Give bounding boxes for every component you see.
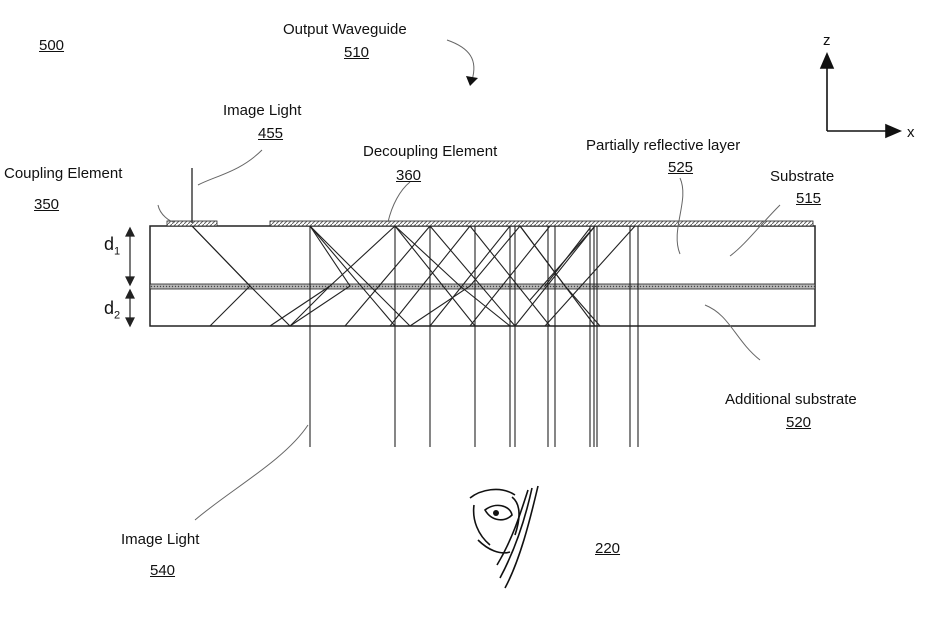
figure-number: 500 <box>39 37 65 54</box>
coupling-element-label: Coupling Element <box>4 165 123 182</box>
output-waveguide-ref: 510 <box>344 44 370 61</box>
dimension-arrows <box>125 226 135 328</box>
zigzag-rays <box>191 225 636 327</box>
additional-substrate-ref: 520 <box>786 414 812 431</box>
eye-sketch <box>469 485 539 589</box>
leader-arrowheads <box>466 76 478 86</box>
partially-reflective-layer-label: Partially reflective layer <box>586 137 741 154</box>
coupling-element-ref: 350 <box>34 196 60 213</box>
x-axis-label: x <box>907 124 915 141</box>
partially-reflective-layer <box>149 283 816 290</box>
image-light-out-ref: 540 <box>150 562 176 579</box>
eye-pupil-icon <box>493 510 499 516</box>
d2-label: d2 <box>104 298 121 322</box>
d1-label: d1 <box>104 234 121 258</box>
output-rays <box>309 226 639 447</box>
decoupling-element-label: Decoupling Element <box>363 143 498 160</box>
image-light-in-ref: 455 <box>258 125 284 142</box>
substrate-label: Substrate <box>770 168 835 185</box>
eye-ref: 220 <box>595 540 621 557</box>
leader-lines <box>157 39 781 521</box>
substrate-ref: 515 <box>796 190 822 207</box>
partially-reflective-layer-ref: 525 <box>668 159 694 176</box>
z-axis-label: z <box>823 32 831 49</box>
output-waveguide-label: Output Waveguide <box>283 21 407 38</box>
decoupling-element-ref: 360 <box>396 167 422 184</box>
image-light-out-label: Image Light <box>121 531 200 548</box>
coordinate-axes <box>819 51 903 139</box>
additional-substrate-label: Additional substrate <box>725 391 857 408</box>
image-light-in-label: Image Light <box>223 102 302 119</box>
decoupling-element <box>269 220 814 227</box>
